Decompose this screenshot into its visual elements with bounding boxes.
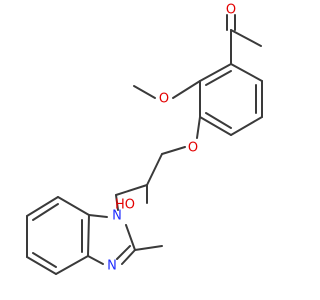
ring1-inner-bond-1 bbox=[205, 70, 232, 86]
structure-svg: O O O HO N N bbox=[26, 3, 263, 275]
molecule-diagram: O O O HO N N bbox=[26, 2, 263, 275]
bond-ch2-choh bbox=[146, 153, 163, 186]
ring2-bond-5 bbox=[26, 196, 59, 217]
imidazole-bond-n3-c3a bbox=[87, 255, 104, 265]
ring1-inner-bond-2 bbox=[205, 112, 232, 129]
ring1-bond-4 bbox=[230, 116, 263, 136]
imidazole-bond-c2-n3-b bbox=[116, 245, 131, 260]
ring1-bond-1 bbox=[199, 63, 232, 82]
bond-ring-methoxy-o bbox=[172, 80, 201, 99]
imidazole-bond-c2-n3-a bbox=[121, 249, 136, 265]
atom-imidazole-n1: N bbox=[112, 209, 122, 224]
imidazole-bond-n1-c2 bbox=[125, 224, 136, 251]
imidazole-bond-c2-methyl bbox=[134, 245, 163, 251]
ring2-inner-bond-2 bbox=[32, 252, 57, 268]
ring1-bond-3 bbox=[199, 116, 232, 136]
bond-choh-ch2 bbox=[115, 184, 148, 196]
atom-hydroxyl: HO bbox=[115, 198, 135, 213]
atom-ketone-oxygen: O bbox=[226, 3, 236, 18]
atom-ether-oxygen: O bbox=[188, 141, 198, 156]
bond-ether-o-ch2 bbox=[161, 146, 186, 155]
ring2-bond-2 bbox=[55, 255, 89, 275]
bond-methyl-carbonyl bbox=[230, 29, 262, 47]
ring2-bond-3 bbox=[26, 256, 57, 275]
ring2-bond-1 bbox=[87, 214, 90, 257]
bond-ring-ether-o bbox=[196, 116, 201, 139]
atom-methoxy-oxygen: O bbox=[159, 92, 169, 107]
bond-methoxy-o-methyl bbox=[133, 85, 156, 99]
atom-imidazole-n3: N bbox=[107, 259, 117, 274]
ring1-bond-6 bbox=[230, 63, 263, 82]
bond-ch2-n bbox=[115, 194, 119, 211]
ring2-inner-bond-3 bbox=[32, 203, 59, 221]
ring2-bond-6 bbox=[57, 196, 90, 216]
imidazole-bond-c7a-n1 bbox=[88, 214, 108, 218]
